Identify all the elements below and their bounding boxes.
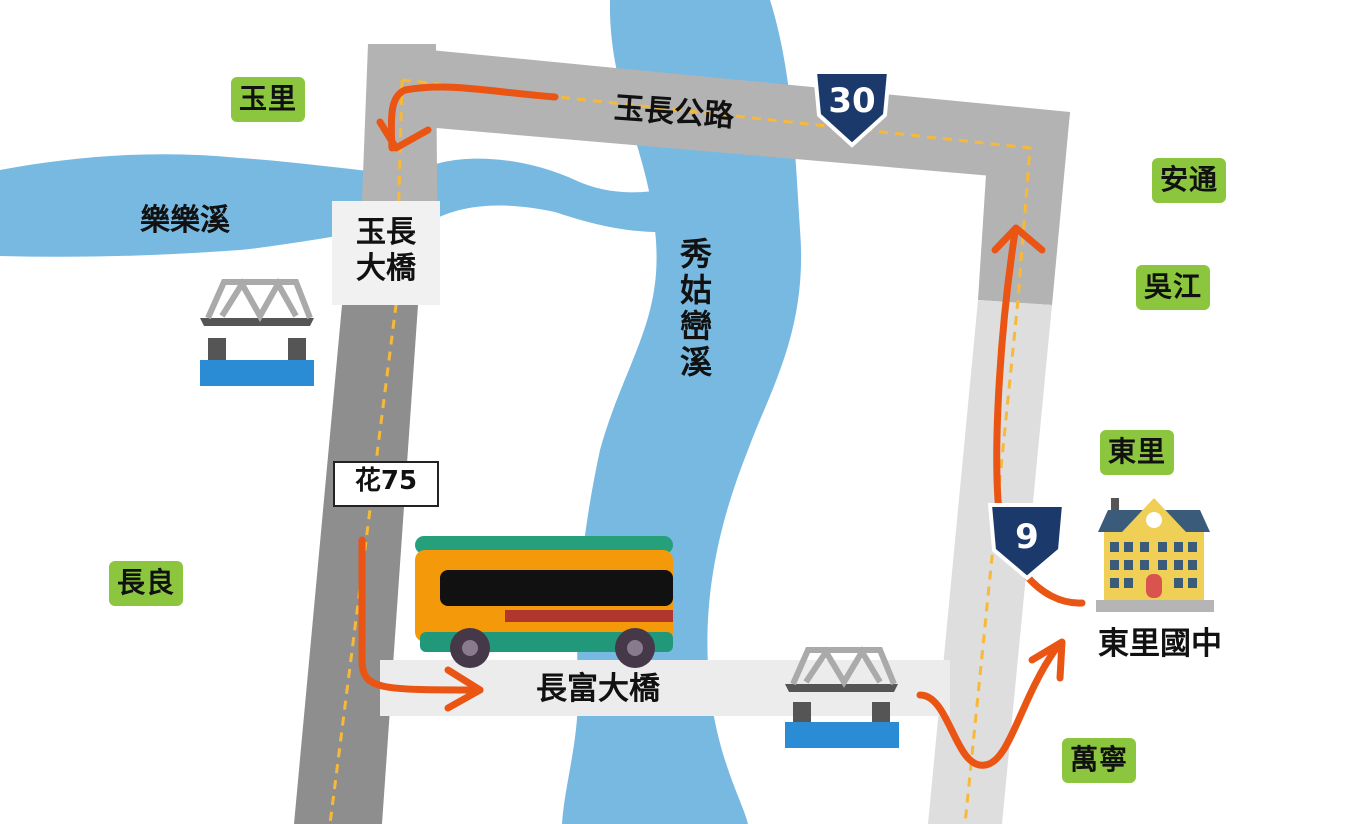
bus-icon: [415, 536, 673, 668]
center-line-west: [328, 79, 404, 824]
route-30-shield: 30: [812, 70, 892, 148]
svg-text:30: 30: [828, 81, 875, 121]
bridge-icon: [200, 277, 314, 386]
road-label-changfu-bridge: 長富大橋: [536, 671, 660, 707]
county-route-sign: 花75: [333, 461, 439, 507]
school-label: 東里國中: [1098, 626, 1222, 662]
school-building-icon: [1096, 498, 1214, 612]
river-label-lele: 樂樂溪: [140, 203, 230, 238]
svg-text:9: 9: [1015, 517, 1039, 557]
place-wanning: 萬寧: [1062, 738, 1137, 783]
place-yuli: 玉里: [231, 77, 306, 122]
place-dongli: 東里: [1100, 430, 1175, 475]
center-line-east: [963, 299, 1020, 824]
route-arrow-icon: [358, 83, 1086, 769]
river-label-xiuguluan: 秀姑巒溪: [680, 235, 713, 381]
route-9-shield: 9: [987, 503, 1067, 581]
place-antong: 安通: [1152, 158, 1227, 203]
center-line-top: [401, 78, 1032, 301]
bridge-icon: [785, 646, 899, 748]
yuchang-highway-road: [368, 44, 1070, 182]
lele-creek: [0, 154, 660, 257]
place-changliang: 長良: [109, 561, 184, 606]
place-wujiang: 吳江: [1136, 265, 1211, 310]
bridge-sign-yuchang: 玉長大橋: [332, 201, 440, 305]
